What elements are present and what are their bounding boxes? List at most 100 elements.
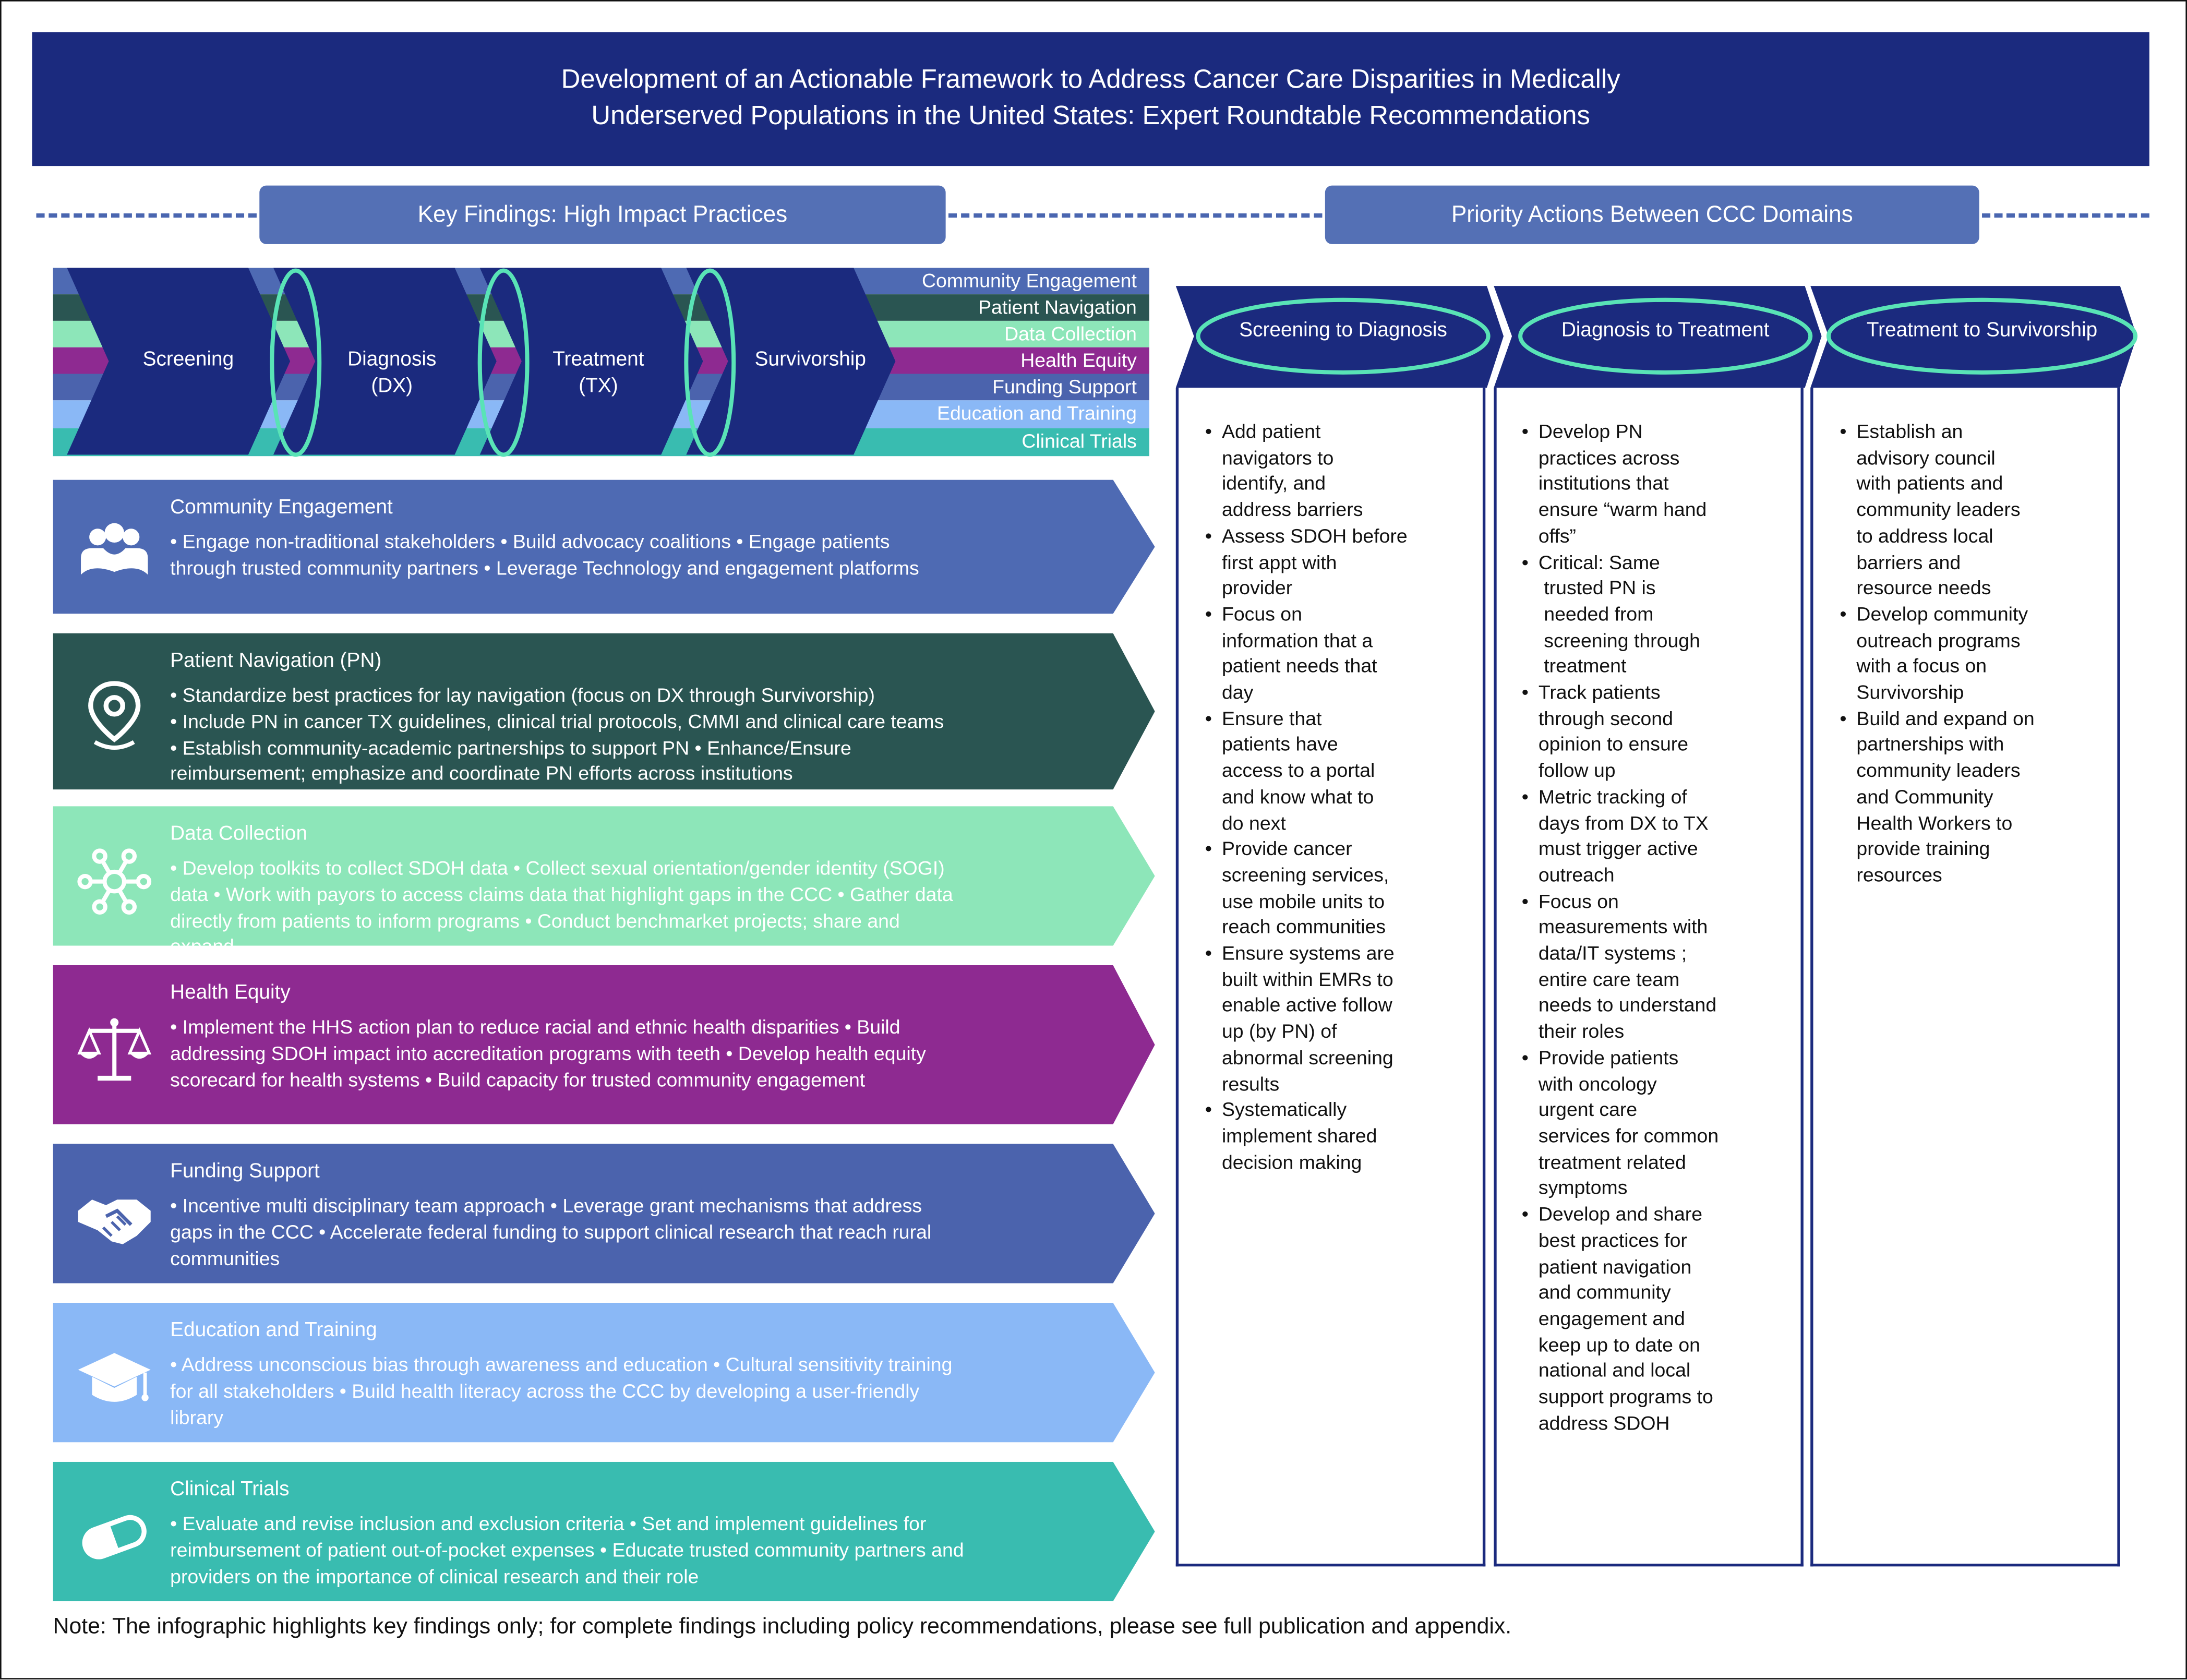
action-item-line: use mobile units to — [1221, 889, 1385, 912]
banner-text-line: • Include PN in cancer TX guidelines, cl… — [170, 710, 944, 733]
banner-arrow — [53, 479, 1155, 614]
action-item-line: implement shared — [1221, 1124, 1377, 1147]
location-pin-icon — [88, 681, 141, 750]
banner-text-line: library — [170, 1405, 224, 1428]
action-item-line: provide training — [1856, 837, 1990, 860]
action-item-line: treatment related — [1538, 1150, 1686, 1173]
banner-text-line: communities — [170, 1246, 280, 1269]
action-item-line: outreach — [1538, 863, 1615, 886]
action-item-line: offs” — [1538, 524, 1577, 547]
action-item-line: services for common — [1538, 1124, 1719, 1147]
action-item-line: address barriers — [1221, 498, 1363, 521]
banner-text-line: • Evaluate and revise inclusion and excl… — [170, 1512, 927, 1534]
banner-text-line: for all stakeholders • Build health lite… — [170, 1379, 920, 1402]
action-item-line: reach communities — [1221, 915, 1386, 938]
banner-community-engagement: Community Engagement• Engage non-traditi… — [53, 479, 1155, 614]
banner-text: • Address unconscious bias through aware… — [170, 1352, 1063, 1431]
action-item-line: institutions that — [1538, 472, 1669, 495]
action-item-line: identify, and — [1221, 472, 1326, 495]
action-item-line: urgent care — [1538, 1098, 1638, 1121]
banner-text: • Evaluate and revise inclusion and excl… — [170, 1510, 1063, 1589]
action-item-line: provider — [1221, 576, 1293, 599]
action-item-line: opinion to ensure — [1538, 733, 1689, 755]
column-title-diagnosis-to-treatment: Diagnosis to Treatment — [1561, 319, 1770, 342]
community-icon — [81, 523, 148, 575]
action-item-line: follow up — [1538, 759, 1616, 782]
action-item-line: access to a portal — [1221, 759, 1375, 782]
banner-arrow — [53, 806, 1155, 946]
action-item-line: Survivorship — [1856, 680, 1964, 703]
phase-label-treatment: Treatment(TX) — [552, 349, 644, 398]
banner-text-line: expand — [170, 935, 234, 958]
action-item-line: resource needs — [1856, 576, 1991, 599]
banner-arrow-shape — [53, 1144, 1155, 1283]
stripe-label: Clinical Trials — [1022, 429, 1137, 452]
action-item: Build and expand on partnerships with comm… — [1840, 705, 2107, 888]
stripe-label: Data Collection — [1004, 322, 1137, 345]
action-item-line: barriers and — [1856, 550, 1961, 573]
action-item-line: with a focus on — [1856, 654, 1987, 677]
banner-arrow — [53, 633, 1155, 790]
action-item-line: Track patients — [1538, 680, 1661, 703]
action-item-line: Establish an — [1856, 419, 1963, 442]
action-item-line: Provide cancer — [1221, 837, 1352, 860]
action-item-line: partnerships with — [1856, 733, 2004, 755]
action-item-line: community leaders — [1856, 759, 2021, 782]
banner-text-line: providers on the importance of clinical … — [170, 1564, 699, 1587]
column-title-screening-to-diagnosis: Screening to Diagnosis — [1239, 319, 1447, 342]
action-item-line: resources — [1856, 863, 1942, 886]
banner-text-line: • Engage non-traditional stakeholders • … — [170, 530, 890, 553]
action-item-line: patient navigation — [1538, 1254, 1692, 1277]
action-item-line: engagement and — [1538, 1306, 1685, 1329]
action-item-line: ensure “warm hand — [1538, 498, 1707, 521]
phase-label-diagnosis: Diagnosis(DX) — [347, 349, 437, 398]
banner-text-line: through trusted community partners • Lev… — [170, 556, 919, 579]
action-item-line: abnormal screening — [1221, 1046, 1393, 1069]
banner-text: • Incentive multi disciplinary team appr… — [170, 1193, 1063, 1271]
banner-text: • Engage non-traditional stakeholders • … — [170, 529, 1063, 581]
action-item-line: Critical: Same — [1538, 550, 1660, 573]
action-item-line: address SDOH — [1538, 1411, 1670, 1434]
banner-text-line: reimbursement; emphasize and coordinate … — [170, 762, 793, 785]
banner-funding-support: Funding Support• Incentive multi discipl… — [53, 1144, 1155, 1283]
action-item-line: results — [1221, 1072, 1280, 1095]
action-item: Develop community outreach programs with a… — [1840, 601, 2107, 705]
banner-title: Clinical Trials — [170, 1478, 290, 1501]
title-line-1: Development of an Actionable Framework t… — [561, 65, 1620, 95]
stripe-data-collection — [53, 320, 1149, 347]
action-item-line: national and local — [1538, 1359, 1691, 1382]
banner-title: Health Equity — [170, 982, 291, 1004]
action-item-line: up (by PN) of — [1221, 1019, 1337, 1042]
banner-arrow — [53, 1461, 1155, 1602]
action-item-line: screening through — [1538, 628, 1700, 651]
action-item-line: outreach programs — [1856, 628, 2021, 651]
banner-title: Patient Navigation (PN) — [170, 650, 382, 673]
action-item-line: information that a — [1221, 628, 1373, 651]
title-line-2: Underserved Populations in the United St… — [591, 102, 1590, 131]
banner-clinical-trials: Clinical Trials • Evaluate and revise inc… — [53, 1461, 1155, 1602]
banner-text: • Develop toolkits to collect SDOH data … — [170, 855, 1063, 960]
action-item-line: Build and expand on — [1856, 706, 2035, 729]
action-item-line: patient needs that — [1221, 654, 1377, 677]
action-item-line: must trigger active — [1538, 837, 1698, 860]
banner-text: • Implement the HHS action plan to reduc… — [170, 1014, 1063, 1093]
phase-label-screening: Screening — [142, 349, 234, 371]
action-item-line: Develop community — [1856, 602, 2028, 625]
stripe-label: Education and Training — [937, 401, 1137, 424]
banner-arrow-shape — [53, 479, 1155, 614]
dashed-divider-middle — [948, 213, 1323, 218]
action-item-line: Ensure that — [1221, 706, 1322, 729]
stripe-label: Health Equity — [1020, 349, 1137, 371]
